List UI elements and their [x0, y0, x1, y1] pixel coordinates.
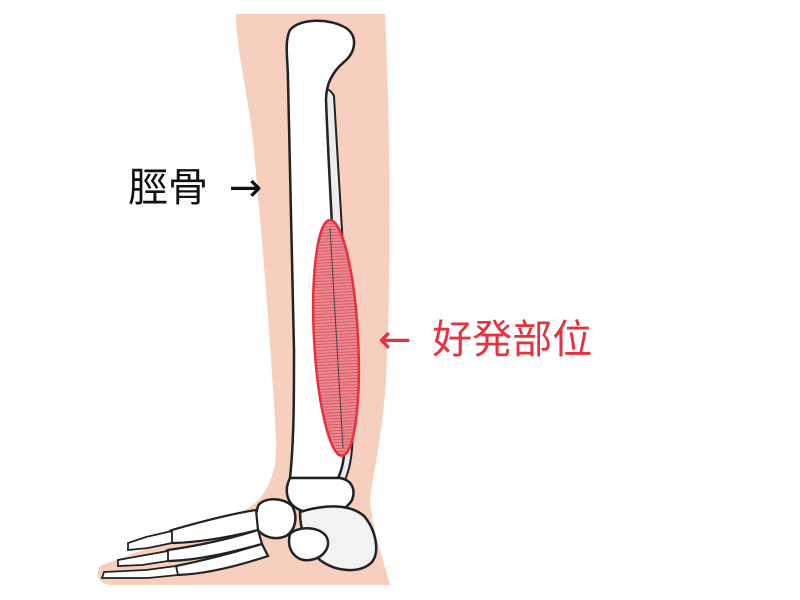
tarsal-bones [252, 498, 297, 540]
phalanges-3 [100, 564, 180, 579]
tibia-edge-line [329, 227, 344, 449]
common-site-label: ← 好発部位 [378, 320, 592, 360]
phalanges-1 [127, 529, 173, 551]
phalanges-2 [117, 549, 169, 567]
common-site-pointer-arrow: ← [378, 317, 412, 363]
common-site-label-text: 好発部位 [432, 317, 593, 363]
tibia-label: 脛骨 → [128, 168, 262, 208]
cuboid-bone [287, 527, 330, 562]
tibia-pointer-arrow: → [228, 165, 263, 211]
tibia-label-text: 脛骨 [128, 165, 208, 211]
